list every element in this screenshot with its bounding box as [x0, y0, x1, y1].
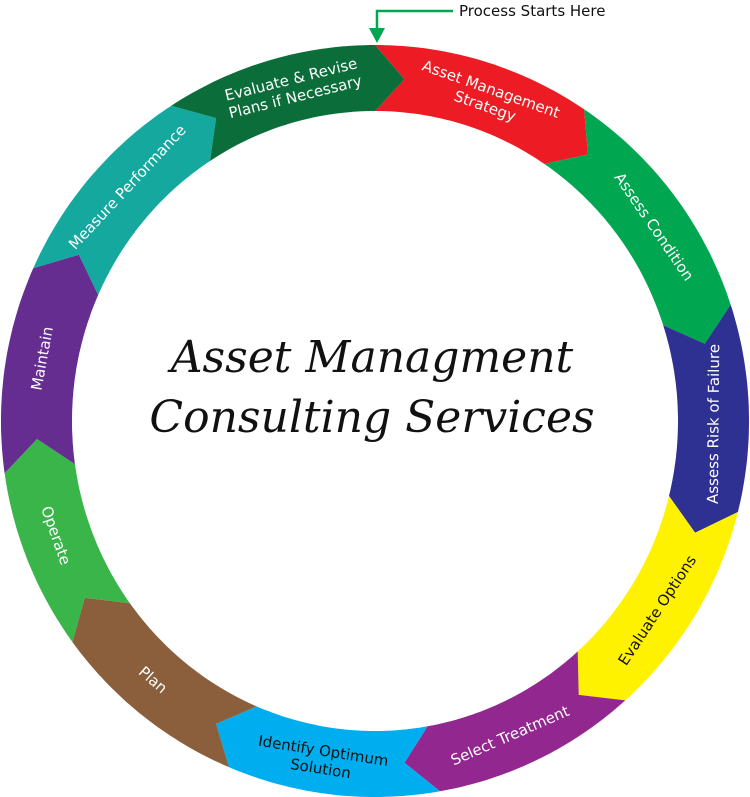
segment-maintain: [1, 254, 99, 474]
center-title: Asset Managment Consulting Services: [149, 332, 594, 443]
segment-assess-condition: [544, 109, 731, 344]
center-title-line-2: Consulting Services: [149, 392, 594, 443]
start-arrow-line: [375, 9, 453, 32]
segment-evaluate-revise-plans-if-necessary: [171, 45, 405, 161]
start-label: Process Starts Here: [459, 2, 605, 20]
segment-label: Assess Risk of Failure: [704, 344, 723, 504]
segment-select-treatment: [404, 651, 626, 792]
segment-assess-risk-of-failure: [663, 304, 749, 533]
segment-evaluate-options: [577, 496, 738, 701]
segment-plan: [72, 597, 257, 768]
process-start-annotation: Process Starts Here: [369, 2, 605, 43]
segment-measure-performance: [33, 105, 217, 295]
segment-asset-management-strategy: [375, 45, 588, 164]
center-title-line-1: Asset Managment: [167, 332, 574, 383]
segment-identify-optimum-solution: [216, 706, 440, 797]
segment-label-line: Assess Risk of Failure: [704, 344, 723, 504]
segment-operate: [4, 439, 130, 642]
start-arrow-head-icon: [369, 28, 385, 43]
process-ring: [1, 45, 749, 797]
